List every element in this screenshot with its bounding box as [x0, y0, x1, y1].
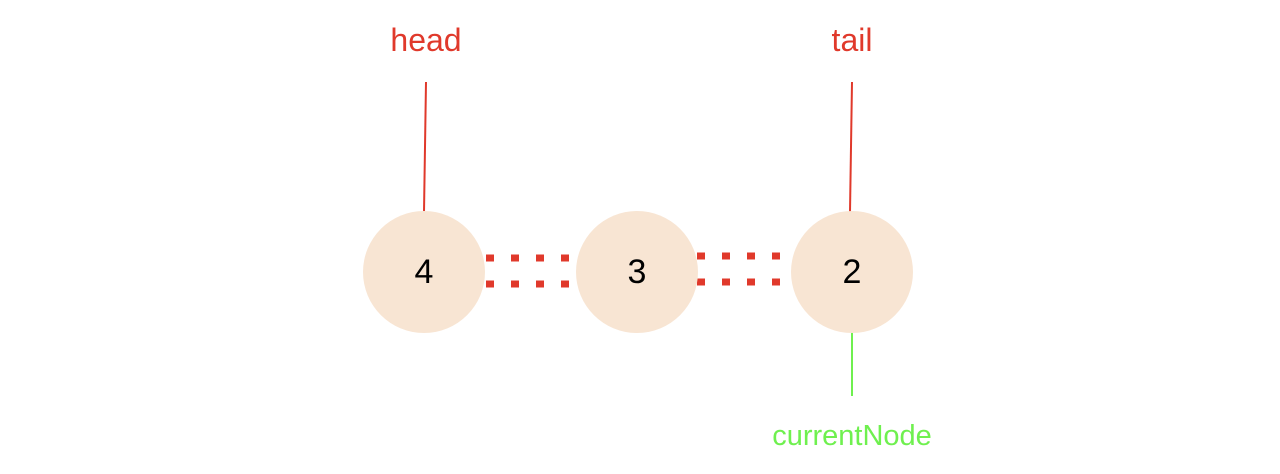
- tail-label: tail: [831, 22, 873, 58]
- link-3-to-2: [697, 252, 790, 286]
- current-node-label: currentNode: [772, 420, 932, 452]
- node-4: 4: [363, 211, 485, 333]
- node-value: 3: [627, 252, 647, 291]
- node-value: 2: [842, 252, 862, 291]
- link-4-to-3: [486, 254, 576, 288]
- node-value: 4: [414, 252, 434, 291]
- node-2: 2: [791, 211, 913, 333]
- head-label: head: [390, 22, 462, 58]
- head-pointer-line: [423, 81, 427, 213]
- tail-pointer-line: [849, 81, 853, 213]
- node-3: 3: [576, 211, 698, 333]
